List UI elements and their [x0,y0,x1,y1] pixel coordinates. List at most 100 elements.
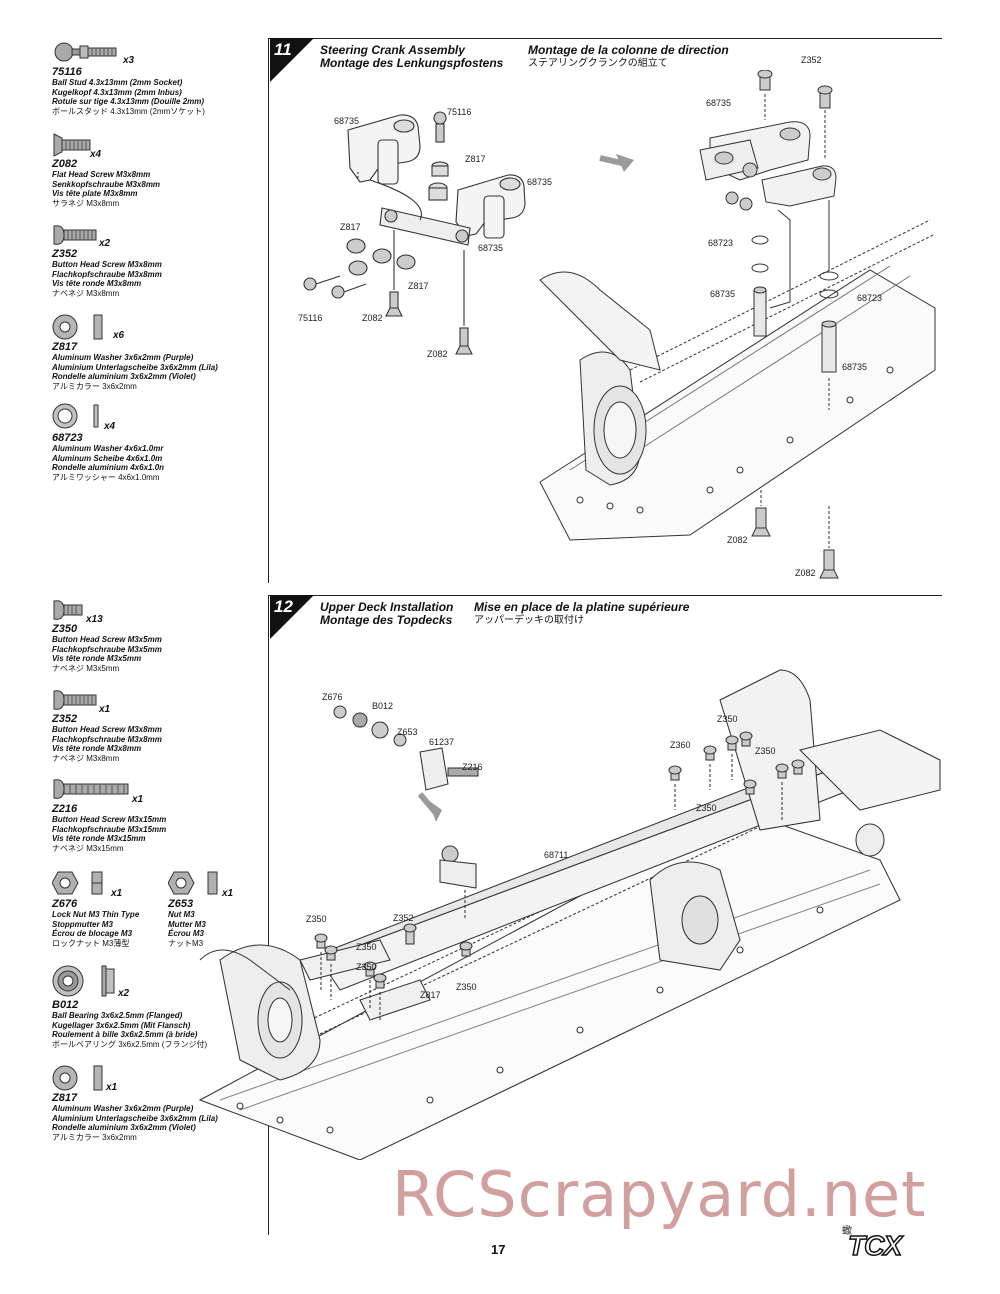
callout-label: Z676 [322,692,343,702]
step-11-title-en: Steering Crank Assembly [320,43,465,57]
part-code: B012 [52,999,79,1011]
part-desc-fr: Rondelle aluminium 3x6x2mm (Violet) [52,1123,196,1132]
callout-label: 68735 [710,289,736,299]
part-desc-de: Kugellager 3x6x2.5mm (Mit Flansch) [52,1020,191,1030]
part-z653: Z653 Nut M3 Mutter M3 Écrou M3 ナットM3 [168,898,258,948]
callout-label: 68735 [478,243,504,253]
part-desc-jp: アルミカラー 3x6x2mm [52,1132,137,1142]
part-b012: B012 Ball Bearing 3x6x2.5mm (Flanged) Ku… [52,999,252,1049]
part-z352: Z352 Button Head Screw M3x8mm Flachkopfs… [52,248,252,298]
part-code: Z817 [52,1092,78,1104]
part-desc-en: Nut M3 [168,910,195,919]
part-desc-jp: ナベネジ M3x8mm [52,753,120,763]
callout-label: 68735 [527,177,553,187]
part-desc-de: Kugelkopf 4.3x13mm (2mm Inbus) [52,87,182,97]
callout-label: Z360 [670,740,691,750]
part-68723: 68723 Aluminum Washer 4x6x1.0mr Aluminum… [52,432,252,482]
callout-label: B012 [372,701,394,711]
callout-label: 68735 [842,362,868,372]
callout-label: 68711 [544,850,569,860]
part-code: Z082 [52,158,78,170]
callout-label: Z817 [465,154,486,164]
part-qty: x6 [113,330,125,341]
callout-label: Z350 [696,803,717,813]
part-desc-en: Lock Nut M3 Thin Type [52,910,140,919]
part-qty: x3 [123,55,135,66]
part-code: Z676 [52,898,78,910]
callout-label: 68723 [708,238,734,248]
step-11-title-fr: Montage de la colonne de direction [528,43,729,57]
callout-label: Z350 [755,746,776,756]
button-head-screw-icon [53,600,83,620]
callout-label: Z350 [456,982,477,992]
part-qty: x4 [104,421,116,432]
logo-text: TCX [847,1229,903,1262]
callout-label: Z082 [795,568,816,578]
nut-icon [168,871,218,895]
part-qty: x2 [99,238,111,249]
part-z216: Z216 Button Head Screw M3x15mm Flachkopf… [52,803,252,853]
callout-label: Z350 [356,942,377,952]
part-desc-de: Flachkopfschraube M3x8mm [52,269,162,279]
part-desc-jp: ボールベアリング 3x6x2.5mm (フランジ付) [52,1039,208,1049]
flat-head-screw-icon [53,133,91,157]
part-desc-fr: Rondelle aluminium 4x6x1.0n [52,463,165,472]
callout-label: Z350 [306,914,327,924]
part-desc-jp: ナベネジ M3x15mm [52,843,124,853]
step-12-title-jp: アッパーデッキの取付け [474,615,584,626]
part-desc-en: Button Head Screw M3x8mm [52,725,162,734]
part-desc-fr: Vis tête ronde M3x5mm [52,654,142,663]
part-qty: x1 [111,888,123,899]
part-75116: 75116 Ball Stud 4.3x13mm (2mm Socket) Ku… [52,66,252,116]
part-desc-fr: Vis tête ronde M3x8mm [52,744,142,753]
button-head-screw-icon [53,779,129,799]
part-desc-fr: Rondelle aluminium 3x6x2mm (Violet) [52,372,196,381]
step-12-title-de: Montage des Topdecks [320,613,453,627]
step-11-badge [270,38,314,82]
callout-label: Z653 [397,727,418,737]
lock-nut-icon [52,871,103,895]
logo-small-text: 蠍 [842,1226,852,1237]
part-z817: Z817 Aluminum Washer 3x6x2mm (Purple) Al… [52,1092,252,1142]
step-11-divider [268,38,269,583]
callout-label: 68735 [706,98,732,108]
step-11-top-rule [268,38,942,39]
part-desc-de: Stoppmutter M3 [52,919,113,929]
part-desc-en: Flat Head Screw M3x8mm [52,170,151,179]
part-qty: x1 [222,888,234,899]
part-desc-jp: アルミワッシャー 4x6x1.0mm [52,472,160,482]
part-desc-de: Mutter M3 [168,919,206,929]
part-desc-en: Aluminum Washer 3x6x2mm (Purple) [52,353,194,362]
step-11-steering-crank-diagram [303,70,936,579]
part-desc-jp: ナベネジ M3x5mm [52,663,120,673]
button-head-screw-icon [53,690,97,710]
step-11-title-de: Montage des Lenkungspfostens [320,56,504,70]
part-desc-en: Button Head Screw M3x5mm [52,635,162,644]
part-qty: x1 [132,794,144,805]
step-12-top-rule [268,595,942,596]
part-code: Z352 [52,713,78,725]
part-desc-en: Ball Bearing 3x6x2.5mm (Flanged) [52,1011,183,1020]
callout-label: Z082 [427,349,448,359]
callout-label: 75116 [447,107,472,117]
callout-label: Z352 [801,55,822,65]
part-desc-de: Aluminum Scheibe 4x6x1.0m [52,453,163,463]
part-desc-de: Senkkopfschraube M3x8mm [52,179,161,189]
washer-icon [52,403,99,429]
callout-label: Z350 [356,962,377,972]
part-qty: x1 [99,704,111,715]
part-qty: x2 [118,988,130,999]
callout-label: Z817 [420,990,441,1000]
part-desc-jp: アルミカラー 3x6x2mm [52,381,137,391]
part-desc-de: Flachkopfschraube M3x8mm [52,734,162,744]
ball-bearing-icon [52,965,115,997]
step-11-title-jp: ステアリングクランクの組立て [528,58,668,69]
callout-label: 68735 [334,116,360,126]
part-desc-jp: ナットM3 [168,938,204,948]
part-z676: Z676 Lock Nut M3 Thin Type Stoppmutter M… [52,898,162,948]
part-z082: Z082 Flat Head Screw M3x8mm Senkkopfschr… [52,158,252,208]
part-desc-fr: Rotule sur tige 4.3x13mm (Douille 2mm) [52,97,205,106]
part-code: Z216 [52,803,78,815]
step-12-divider [268,595,269,1235]
washer-icon [52,314,103,340]
